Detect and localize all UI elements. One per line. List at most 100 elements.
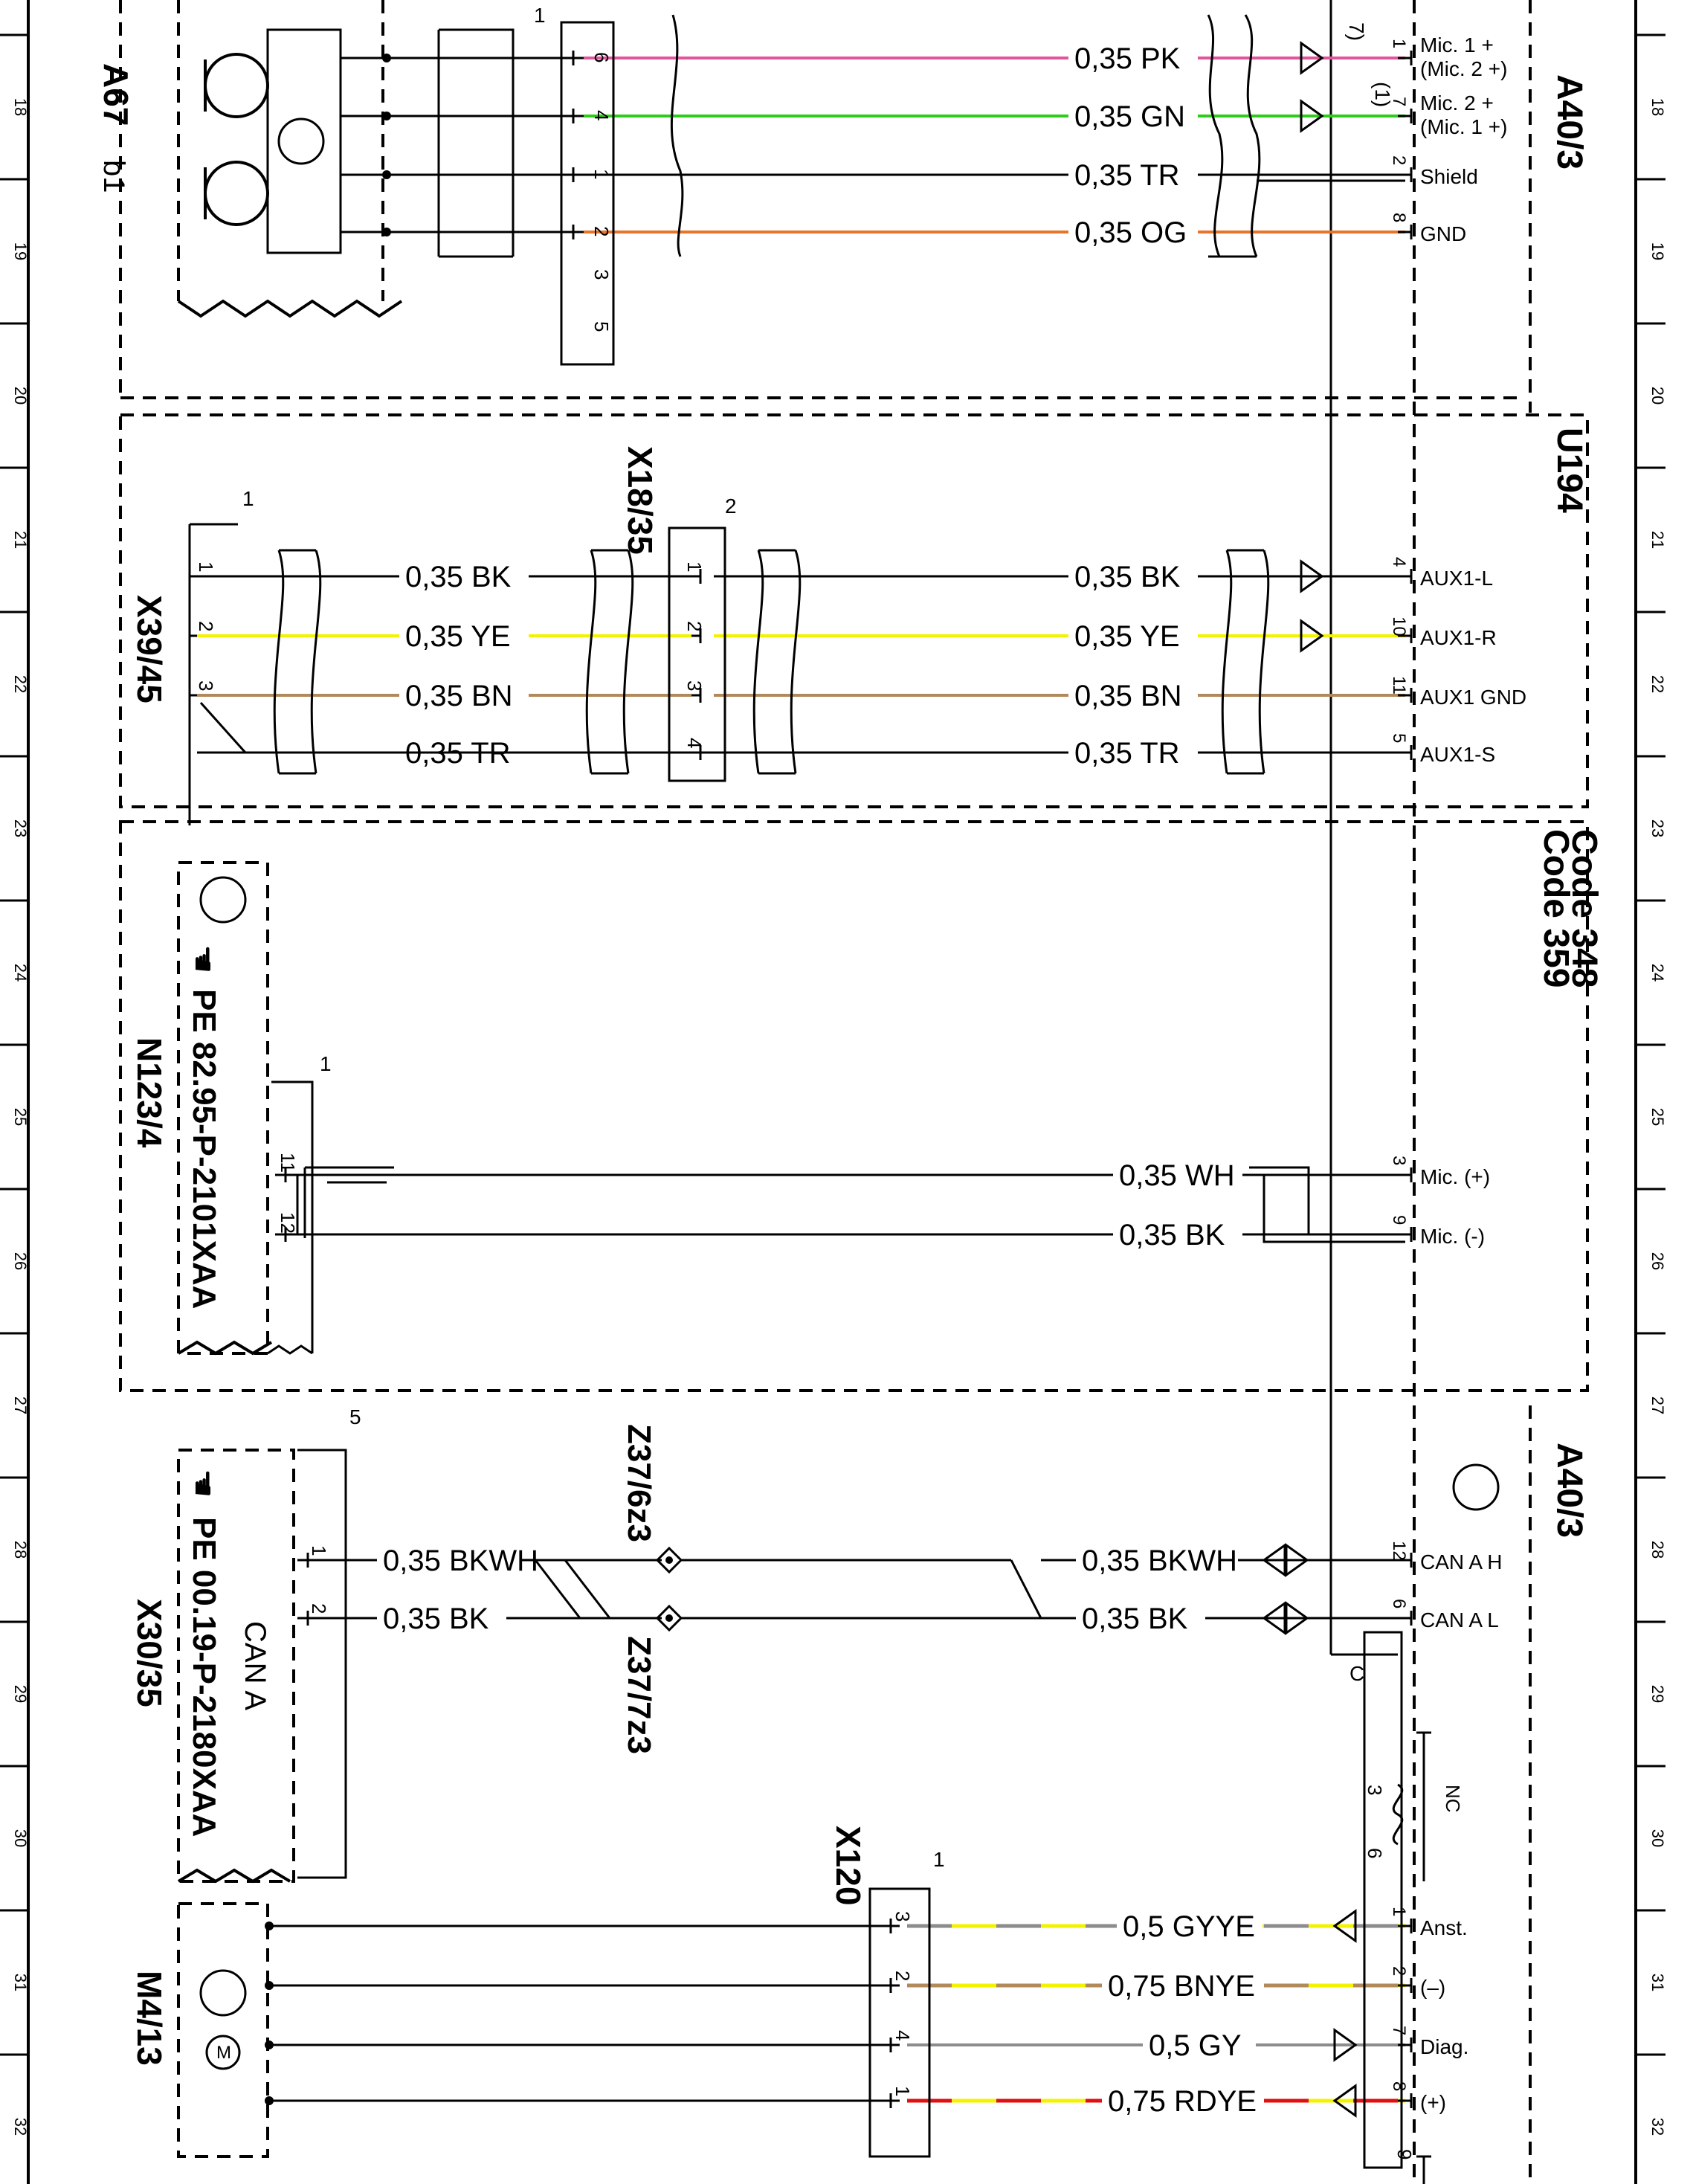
splice-diamond: [655, 1604, 683, 1632]
pin-number: 7: [1389, 97, 1409, 106]
pin-number: 3: [590, 269, 613, 280]
terminal-label: GND: [1420, 222, 1466, 245]
label-bg: [399, 557, 529, 593]
wires: [197, 39, 1405, 2117]
terminal: [572, 225, 584, 239]
terminal-label: AUX1-S: [1420, 743, 1495, 766]
amp-box: [266, 28, 342, 254]
ruler-number: 28: [1648, 1541, 1667, 1559]
pin-number: 9: [1389, 1215, 1409, 1225]
wire-label: 0,35 OG: [1074, 216, 1187, 249]
pin-number: 3: [891, 1911, 914, 1922]
junction-dot: [382, 112, 391, 120]
component-x120: X120: [829, 1826, 868, 1905]
ruler-number: 31: [11, 1974, 30, 1991]
terminal: [188, 628, 197, 643]
ruler-number: 27: [1648, 1397, 1667, 1414]
arrow-left: [1332, 1909, 1357, 1943]
terminal: [889, 1919, 900, 1933]
ruler-number: 25: [11, 1108, 30, 1126]
nc-range: [1416, 2155, 1431, 2184]
junction-dot: [382, 54, 391, 62]
terminal: [1398, 569, 1413, 584]
terminal-label: Diag.: [1420, 2035, 1468, 2058]
label-bg: [377, 1599, 506, 1634]
terminal-label: (–): [1420, 1976, 1445, 1999]
ruler-number: 31: [1648, 1974, 1667, 1991]
connector-x1: [560, 21, 615, 366]
splice-dot: [665, 1556, 673, 1564]
ruler-number: 32: [1648, 2118, 1667, 2136]
pin-number: 2: [683, 621, 706, 631]
label-bg: [1068, 39, 1198, 74]
ruler-number: 30: [1648, 1829, 1667, 1847]
transistor-symbol: [277, 117, 325, 165]
arrow-right: [1333, 2028, 1358, 2062]
pin-number: 6: [1364, 1848, 1386, 1858]
pin-number: 12: [277, 1212, 299, 1234]
arrow-right: [1300, 99, 1324, 133]
ruler-number: 20: [1648, 387, 1667, 405]
component-a67: A67: [97, 63, 135, 126]
wire-label: 0,35 WH: [1119, 1159, 1235, 1192]
pin-number: 3: [195, 680, 217, 691]
ruler-number: 26: [1648, 1252, 1667, 1270]
label-bg: [1076, 1541, 1238, 1576]
label-bg: [1117, 1907, 1263, 1942]
label-bg: [1068, 733, 1198, 769]
component-z37-6z3: Z37/6z3: [621, 1424, 657, 1542]
shield-tube: [273, 550, 285, 774]
ruler-number: 18: [11, 98, 30, 116]
terminal-label: (+): [1420, 2091, 1446, 2114]
pin-number: 1: [308, 1545, 330, 1556]
m4-box: [177, 1902, 269, 2158]
ruler-number: 21: [11, 531, 30, 549]
pin-number: 4: [590, 110, 613, 120]
label-bg: [1068, 97, 1198, 132]
pin-number: 4: [683, 738, 706, 748]
terminal-label: Mic. 2 +: [1420, 91, 1494, 115]
transistor-symbol: [1452, 1463, 1500, 1511]
pe-reference-x30: PE 00.19-P-2180XAA: [186, 1517, 222, 1837]
terminal-label: AUX1 GND: [1420, 686, 1526, 709]
label-bg: [377, 1541, 539, 1576]
arrow-right: [1285, 1543, 1309, 1577]
break-mark: [177, 1868, 291, 1884]
tr-drain: [199, 701, 714, 754]
pin-number: 1: [1389, 39, 1409, 48]
wire-label: 0,35 YE: [405, 620, 511, 653]
wire-label: 0,35 BK: [1119, 1219, 1225, 1252]
shield-connect: [296, 1166, 394, 1238]
arrow-left: [1262, 1601, 1286, 1635]
terminal: [275, 1227, 287, 1242]
break-mark: [267, 1344, 313, 1355]
terminal: [691, 745, 702, 760]
section-label-code359: Code 359: [1536, 829, 1576, 988]
terminal: [1398, 51, 1413, 65]
ruler-number: 24: [1648, 964, 1667, 982]
pin-number: 1: [1389, 1907, 1409, 1916]
pin-number: 12: [1389, 1541, 1409, 1561]
wire-label: 0,35 TR: [405, 737, 511, 770]
ruler-number: 19: [1648, 242, 1667, 260]
terminal: [1398, 1611, 1413, 1626]
terminal-label: Mic. 1 +: [1420, 33, 1494, 57]
terminal: [1398, 745, 1413, 760]
shield-tube: [622, 550, 634, 774]
terminal-label: (Mic. 1 +): [1420, 115, 1507, 138]
label-bg: [1068, 676, 1198, 712]
terminal: [572, 109, 584, 123]
terminal-label: (Mic. 2 +): [1420, 57, 1507, 80]
label-bg: [1068, 557, 1198, 593]
wire-label: 0,35 GN: [1074, 100, 1185, 133]
ruler-number: 24: [11, 964, 30, 982]
transistor-symbol: [199, 876, 247, 924]
label-bg: [1102, 1966, 1264, 2002]
nc-label: NC: [1442, 1785, 1464, 1813]
terminal: [572, 167, 584, 182]
arrow-right: [1300, 559, 1324, 593]
wire-label: 0,35 BKWH: [1082, 1544, 1237, 1577]
pin-number: 5: [1389, 733, 1409, 743]
motor-symbol: [205, 2035, 241, 2070]
